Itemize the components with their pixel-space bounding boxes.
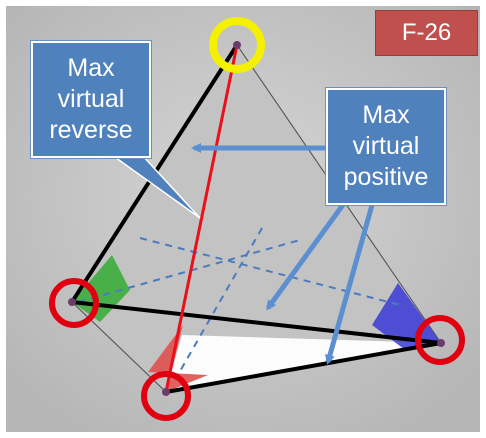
vertex-highlight-circle	[49, 278, 99, 328]
vertex-point	[233, 41, 241, 49]
callout-line: virtual	[352, 132, 420, 160]
callout-arrow	[325, 204, 375, 365]
max-virtual-positive-callout: Max virtual positive	[325, 87, 447, 206]
apex-highlight-circle	[209, 17, 265, 73]
callout-line: virtual	[57, 85, 125, 113]
callout-arrow	[265, 200, 348, 311]
dashed-axis	[174, 227, 263, 381]
blue-corner	[372, 283, 441, 349]
vertex-highlight-circle	[415, 315, 465, 365]
callout-line: positive	[343, 163, 429, 191]
edge-left-right	[71, 300, 442, 345]
max-virtual-reverse-callout: Max virtual reverse	[30, 40, 152, 159]
callout-line: Max	[362, 101, 410, 129]
vertex-point	[437, 339, 445, 347]
edge-right-bottom	[165, 341, 442, 394]
edge-apex-bottom	[164, 44, 239, 393]
red-corner	[148, 325, 208, 392]
vertex-point	[68, 298, 76, 306]
dashed-axis	[139, 237, 401, 306]
callout-line: Max	[67, 54, 115, 82]
callout-line: reverse	[49, 116, 133, 144]
vertex-point	[162, 388, 170, 396]
figure-number-badge: F-26	[375, 10, 478, 56]
vertex-highlight-circle	[141, 371, 191, 421]
